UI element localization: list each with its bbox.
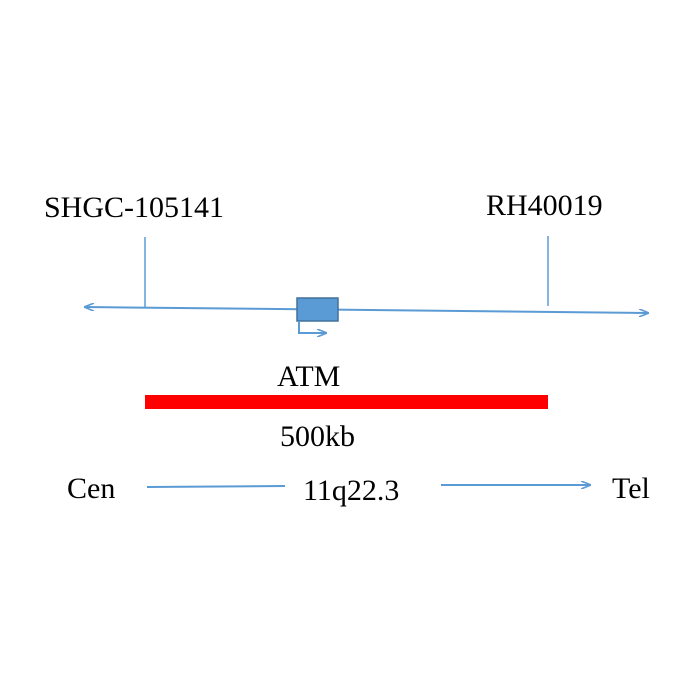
marker-label-right: RH40019	[486, 189, 603, 222]
marker-label-left: SHGC-105141	[44, 191, 224, 224]
transcription-start-arrow	[298, 321, 326, 333]
telomere-label: Tel	[612, 472, 650, 505]
scale-label: 500kb	[280, 420, 355, 453]
band-label: 11q22.3	[303, 474, 399, 507]
orientation-line-left	[146, 485, 286, 488]
centromere-label: Cen	[67, 472, 115, 505]
chromosome-line	[85, 307, 648, 313]
gene-label: ATM	[277, 360, 340, 393]
gene-box	[296, 297, 339, 322]
